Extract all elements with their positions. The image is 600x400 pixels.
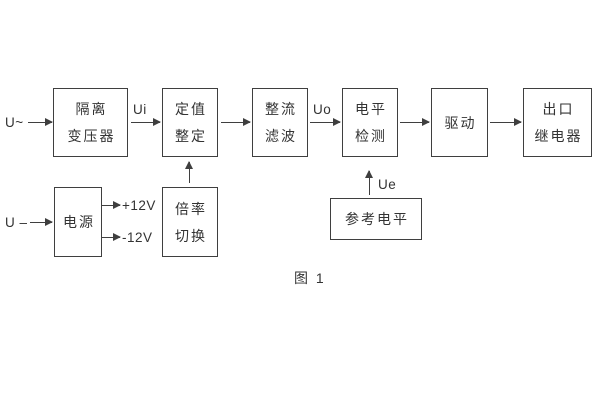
block-value-setting: 定值 整定: [162, 88, 218, 157]
block-rectify-filter-line1: 整流: [265, 101, 297, 117]
block-rectify-filter-line2: 滤波: [265, 128, 297, 144]
signal-ue-label: Ue: [378, 177, 397, 192]
block-value-setting-line2: 整定: [175, 128, 207, 144]
block-reference-level-line1: 参考电平: [345, 211, 409, 227]
arrow-ratio-to-setting-icon: [185, 161, 194, 183]
block-isolation-transformer: 隔离 变压器: [53, 88, 128, 157]
arrow-plus-12v-icon: [102, 201, 121, 210]
arrow-setting-to-rectify-icon: [221, 118, 251, 127]
block-isolation-transformer-line2: 变压器: [67, 128, 116, 144]
signal-ui-label: Ui: [133, 102, 147, 117]
block-level-detection: 电平 检测: [342, 88, 398, 157]
arrow-minus-12v-icon: [102, 233, 121, 242]
block-ratio-switch: 倍率 切换: [162, 187, 218, 257]
arrow-level-to-drive-icon: [400, 118, 430, 127]
block-reference-level: 参考电平: [330, 198, 422, 240]
block-ratio-switch-line2: 切换: [175, 227, 207, 244]
block-drive-line1: 驱动: [444, 114, 477, 131]
input-dc-label: U –: [5, 215, 28, 230]
block-power-supply: 电源: [54, 187, 102, 257]
arrow-rectify-to-level-icon: [310, 118, 341, 127]
block-output-relay-line1: 出口: [542, 101, 575, 117]
arrow-input-dc-icon: [30, 218, 53, 227]
arrow-input-ac-icon: [28, 118, 53, 127]
block-value-setting-line1: 定值: [175, 101, 207, 117]
arrow-drive-to-relay-icon: [490, 118, 522, 127]
block-power-supply-line1: 电源: [63, 214, 95, 230]
signal-minus-12v-label: -12V: [122, 230, 153, 245]
block-output-relay-line2: 继电器: [534, 128, 583, 144]
arrow-reference-to-level-icon: [365, 170, 374, 195]
block-rectify-filter: 整流 滤波: [252, 88, 308, 157]
block-drive: 驱动: [431, 88, 488, 157]
arrow-transformer-to-setting-icon: [131, 118, 161, 127]
block-level-detection-line2: 检测: [355, 128, 387, 144]
signal-uo-label: Uo: [313, 102, 332, 117]
block-output-relay: 出口 继电器: [523, 88, 592, 157]
input-ac-label: U~: [5, 115, 24, 130]
block-ratio-switch-line1: 倍率: [175, 200, 207, 217]
block-isolation-transformer-line1: 隔离: [75, 101, 108, 117]
signal-plus-12v-label: +12V: [122, 198, 156, 213]
block-level-detection-line1: 电平: [355, 101, 387, 117]
figure-caption: 图 1: [294, 270, 326, 286]
